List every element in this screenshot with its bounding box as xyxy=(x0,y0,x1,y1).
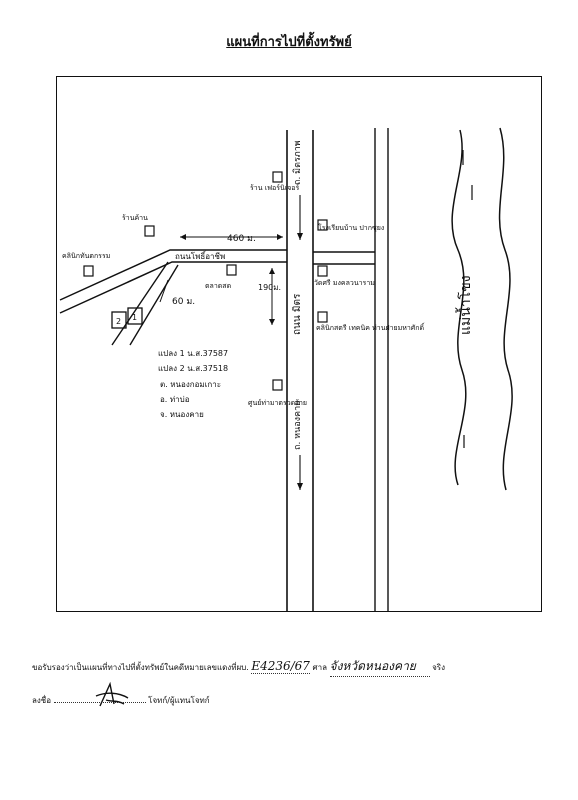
road-label-bottom: ถ. หนองคาย xyxy=(293,401,303,450)
landmark-market: ตลาดสด xyxy=(205,282,231,290)
side-road-top-edge xyxy=(59,249,287,301)
location-district: อ. ท่าบ่อ xyxy=(160,395,190,404)
case-number: E4236/67 xyxy=(251,659,310,674)
plot-number-2: 2 xyxy=(116,317,121,326)
plot-box-2 xyxy=(127,307,143,325)
plot-number-1: 1 xyxy=(132,313,137,322)
landmark-furniture: ร้าน เฟอร์นิเจอร์ xyxy=(250,184,299,192)
distance-60: 60 ม. xyxy=(172,297,195,307)
arrow-down-icon xyxy=(269,319,275,325)
signature-mark xyxy=(95,681,129,707)
arrow-down-icon xyxy=(297,233,303,240)
road-label-mid: ถนน มิตร xyxy=(292,293,303,335)
soi-right-edge xyxy=(129,264,179,346)
location-subdistrict: ต. หนองกอมเกาะ xyxy=(160,380,221,389)
arrow-down-icon xyxy=(297,483,303,490)
location-province: จ. หนองคาย xyxy=(160,410,204,419)
distance-190: 190ม. xyxy=(258,283,281,292)
landmark-school: โรงเรียนบ้าน ปากซุยง xyxy=(318,223,384,232)
map-frame xyxy=(56,76,542,612)
plot-box-1 xyxy=(111,311,127,329)
river-label: แม่น้ำโขง xyxy=(455,275,474,335)
landmark-clinic: คลินิกสตรี เทคนิค ท่านฝ่ายมหาศักดิ์ xyxy=(316,322,425,332)
signature-line: ลงชื่อ โจทก์/ผู้แทนโจทก์ xyxy=(32,696,210,705)
landmark-temple: วัดศรี มงคลวนาราม xyxy=(314,279,375,287)
side-road-label: ถนนโพธิ์อาชีพ xyxy=(175,250,225,261)
river-bank-right xyxy=(498,127,513,491)
landmark-gas-station: ศูนย์ท่ามาตรวดร้าย xyxy=(248,399,307,407)
certification-line: ขอรับรองว่าเป็นแผนที่ทางไปที่ตั้งทรัพย์ใ… xyxy=(32,657,445,677)
plot-info-1: แปลง 1 น.ส.37587 xyxy=(158,349,228,358)
arrow-right-icon xyxy=(277,234,283,240)
road-label-top: ถ. มิตรภาพ xyxy=(292,140,303,185)
court-name: จังหวัดหนองคาย xyxy=(329,657,430,677)
arrow-left-icon xyxy=(180,234,186,240)
soi-left-edge xyxy=(111,261,169,346)
plot-info-2: แปลง 2 น.ส.37518 xyxy=(158,364,228,373)
side-road-bottom-edge xyxy=(59,261,287,314)
landmark-dental: คลินิกทันตกรรม xyxy=(62,252,110,260)
arrow-up-icon xyxy=(269,268,275,274)
river-bank-left xyxy=(451,129,467,486)
document-title: แผนที่การไปที่ตั้งทรัพย์ xyxy=(226,35,352,50)
landmark-shop-left: ร้านค้าน xyxy=(122,214,148,222)
distance-460: 460 ม. xyxy=(227,234,256,244)
